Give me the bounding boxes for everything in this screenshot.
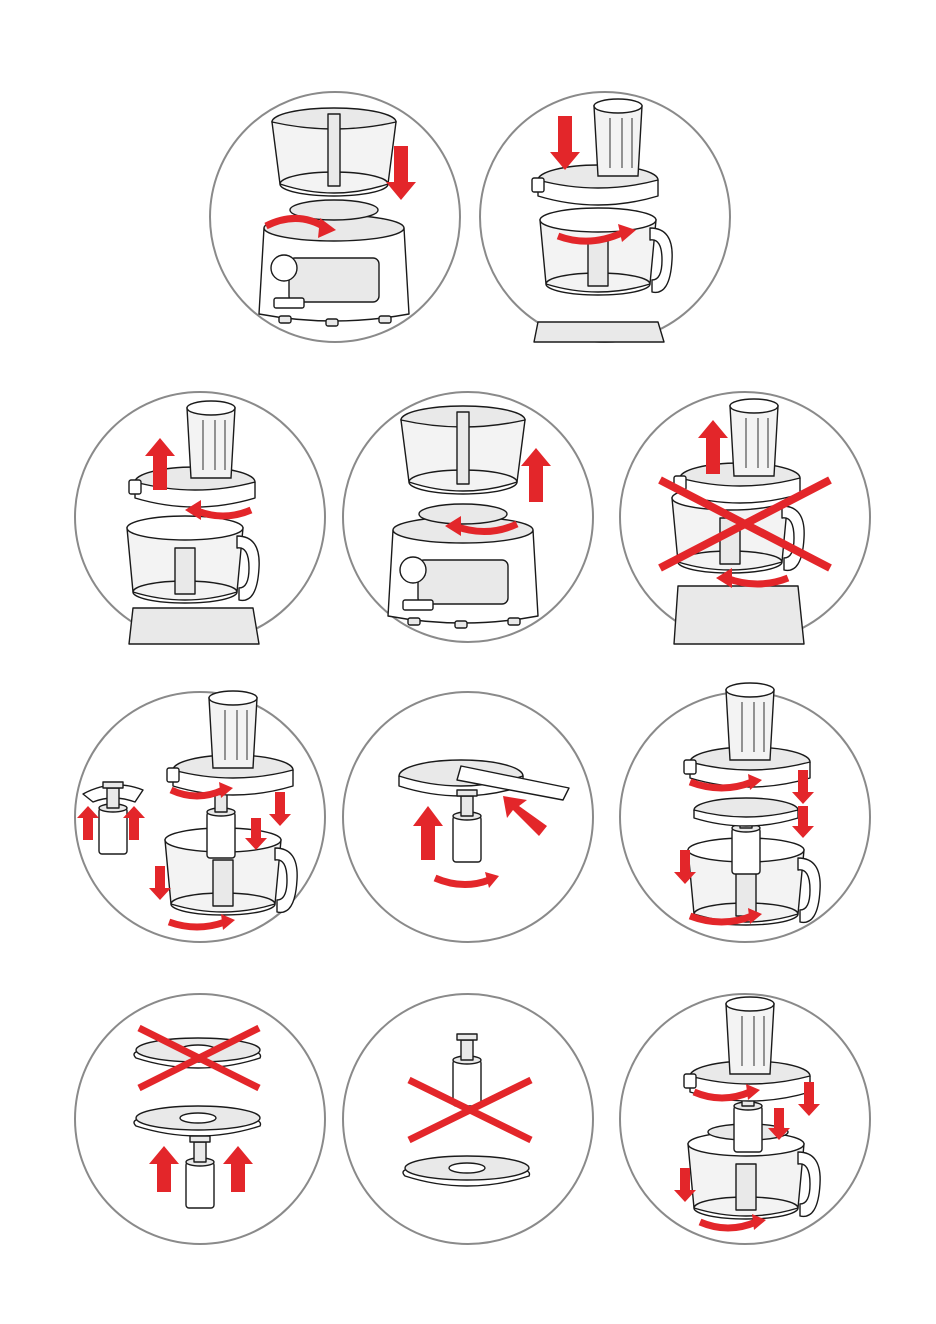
step-1-panel — [208, 90, 462, 344]
disc-install-icon — [618, 690, 872, 944]
disc-below-holder-icon — [341, 992, 595, 1246]
lid-onto-bowl-icon — [478, 90, 732, 344]
step-5-panel — [618, 390, 872, 644]
bowl-onto-base-icon — [208, 90, 462, 344]
lid-removal-icon — [73, 390, 327, 644]
slicing-disc-assembly-icon — [341, 690, 595, 944]
insert-blade-assembly-icon — [73, 690, 327, 944]
step-2-panel — [478, 90, 732, 344]
step-11-panel — [618, 992, 872, 1246]
emulsifying-disc-install-icon — [618, 992, 872, 1246]
lift-assembled-unit-icon — [618, 390, 872, 644]
bowl-removal-icon — [341, 390, 595, 644]
step-10-panel — [341, 992, 595, 1246]
step-3-panel — [73, 390, 327, 644]
step-8-panel — [618, 690, 872, 944]
disc-orientation-icon — [73, 992, 327, 1246]
step-9-panel — [73, 992, 327, 1246]
step-7-panel — [341, 690, 595, 944]
step-4-panel — [341, 390, 595, 644]
step-6-panel — [73, 690, 327, 944]
